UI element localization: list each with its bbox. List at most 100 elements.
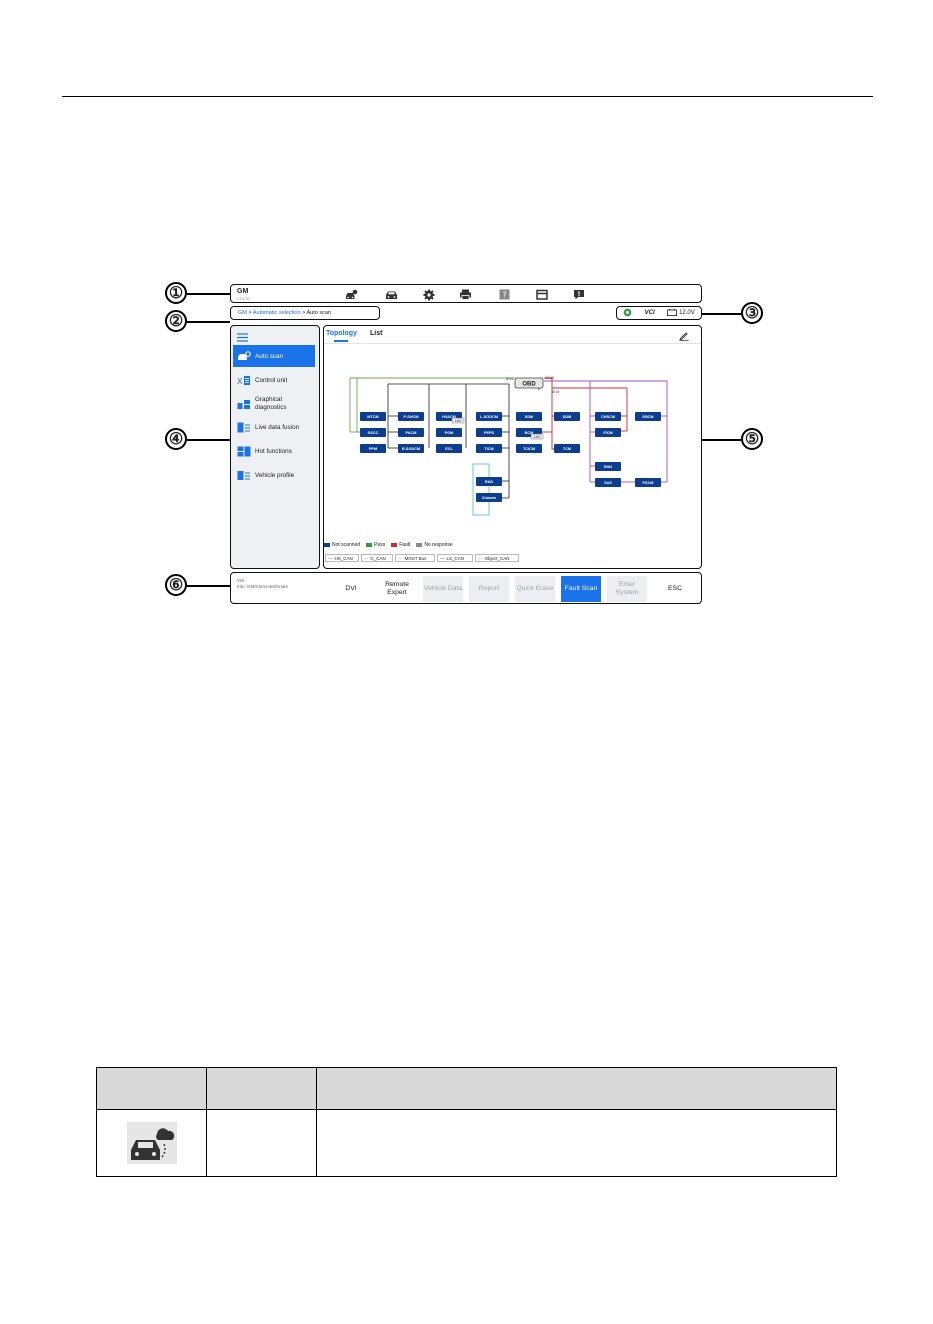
legend-label: Pass xyxy=(374,542,386,548)
vehicle-data-button[interactable]: Vehicle Data xyxy=(423,576,463,602)
sidebar-item-control-unit[interactable]: X Control unit xyxy=(233,369,315,391)
vehicle-info: VIN Info: GM/Chevrolet/Cruze xyxy=(237,578,288,590)
module-rad[interactable]: RAD xyxy=(476,477,502,486)
module-ddm[interactable]: DDM xyxy=(554,412,580,421)
sidebar-item-label: Vehicle profile xyxy=(255,471,295,479)
breadcrumb-root[interactable]: GM xyxy=(238,310,247,316)
sidebar-item-label: Live data fusion xyxy=(255,423,300,431)
bus-legend-label: Object_CAN xyxy=(484,555,510,561)
callout-leader xyxy=(187,293,230,295)
module-l-sodcm[interactable]: L-SODCM xyxy=(476,412,502,421)
module-label: CHSCM xyxy=(601,415,615,419)
tab-list[interactable]: List xyxy=(370,330,383,337)
callout-leader xyxy=(702,313,741,315)
sidebar-item-hot-functions[interactable]: Hot functions xyxy=(233,440,315,462)
bus-legend-chip: —Object_CAN xyxy=(475,554,519,562)
module-sdm[interactable]: SDM xyxy=(516,412,542,421)
module-ebcm[interactable]: EBCM xyxy=(635,412,661,421)
sidebar-item-label: Hot functions xyxy=(255,447,292,455)
edit-icon[interactable] xyxy=(679,328,689,346)
module-label: SDM xyxy=(525,415,533,419)
module-label: PPM xyxy=(369,447,377,451)
menu-toggle-icon[interactable] xyxy=(237,329,248,342)
gear-icon[interactable] xyxy=(422,289,435,300)
breadcrumb-separator: > xyxy=(246,310,253,316)
sidebar-item-graphical-diagnostics[interactable]: Graphical diagnostics xyxy=(233,393,315,415)
remote-expert-button[interactable]: Remote Expert xyxy=(377,576,417,602)
breadcrumb-current: Auto scan xyxy=(306,310,331,316)
sidebar-item-auto-scan[interactable]: Auto scan xyxy=(233,345,315,367)
module-tcicm[interactable]: TCICM xyxy=(516,444,542,453)
module-ticm[interactable]: TICM xyxy=(476,444,502,453)
obd-label: OBD xyxy=(522,382,536,388)
bus-pin-label: 11/10 xyxy=(545,376,554,380)
module-ecl[interactable]: ECL xyxy=(436,444,462,453)
sidebar-item-label: Control unit xyxy=(255,376,288,384)
battery-icon xyxy=(667,308,678,318)
folder-icon[interactable] xyxy=(535,289,548,300)
hot-functions-icon xyxy=(237,445,251,457)
callout-3: ③ xyxy=(741,302,763,324)
report-button[interactable]: Report xyxy=(469,576,509,602)
module-ficm[interactable]: FICM xyxy=(595,428,621,437)
breadcrumb-mid[interactable]: Automatic selection xyxy=(252,310,301,316)
module-p-shcm[interactable]: P-SHCM xyxy=(398,412,424,421)
module-label: EMU xyxy=(604,465,613,469)
tab-divider xyxy=(324,343,701,344)
top-toolbar: GM V15.30 ? xyxy=(230,284,702,303)
status-area: VCI 12.0V xyxy=(616,306,702,320)
auto-scan-icon xyxy=(237,350,251,362)
car-icon[interactable] xyxy=(385,289,398,300)
bottom-toolbar: VIN Info: GM/Chevrolet/Cruze DVI Remote … xyxy=(230,572,702,604)
bus-pin-label: 6/14 xyxy=(552,390,559,394)
sidebar-item-vehicle-profile[interactable]: Vehicle profile xyxy=(233,464,315,486)
module-pscm[interactable]: PSCM xyxy=(635,478,661,487)
module-group: MTCMDSCCPPMP-SHCMPACMR-SODCMHVACMPGMECLL… xyxy=(360,412,661,502)
tab-topology[interactable]: Topology xyxy=(326,330,357,337)
sidebar-item-live-data-fusion[interactable]: Live data fusion xyxy=(233,416,315,438)
module-label: RAD xyxy=(485,480,493,484)
svg-text:?: ? xyxy=(502,291,506,300)
home-car-icon[interactable] xyxy=(345,289,358,300)
bus-legend-label: C_CAN xyxy=(370,555,386,561)
module-label: FICM xyxy=(603,431,612,435)
help-icon[interactable]: ? xyxy=(498,289,511,300)
fault-scan-button[interactable]: Fault Scan xyxy=(561,576,601,602)
esc-button[interactable]: ESC xyxy=(655,576,695,602)
most-bus-loop xyxy=(472,463,490,516)
status-legend: Not scanned Pass Fault No response xyxy=(324,542,453,548)
vehicle-profile-icon xyxy=(237,469,251,481)
bus-legend-label: LS_CAN xyxy=(446,555,465,561)
module-pgm[interactable]: PGM xyxy=(436,428,462,437)
module-peps[interactable]: PEPS xyxy=(476,428,502,437)
dvi-button[interactable]: DVI xyxy=(331,576,371,602)
module-dscc[interactable]: DSCC xyxy=(360,428,386,437)
graphical-diagnostics-icon xyxy=(237,398,251,410)
quick-erase-button[interactable]: Quick Erase xyxy=(515,576,555,602)
module-label: DSCC xyxy=(368,431,379,435)
module-chscm[interactable]: CHSCM xyxy=(595,412,621,421)
alert-icon[interactable] xyxy=(572,289,585,300)
module-mtcm[interactable]: MTCM xyxy=(360,412,386,421)
module-pacm[interactable]: PACM xyxy=(398,428,424,437)
module-chassis[interactable]: Chassis xyxy=(476,493,502,502)
active-tab-indicator xyxy=(334,340,348,342)
module-emu[interactable]: EMU xyxy=(595,462,621,471)
callout-leader xyxy=(187,585,230,587)
table-row xyxy=(96,1109,837,1177)
obd-connector[interactable]: OBD xyxy=(514,377,544,389)
printer-icon[interactable] xyxy=(459,289,472,300)
vci-indicator: VCI xyxy=(644,310,655,316)
c-can-lines xyxy=(544,380,668,483)
module-tcm[interactable]: TCM xyxy=(554,444,580,453)
module-label: EBCM xyxy=(642,415,653,419)
module-r-sodcm[interactable]: R-SODCM xyxy=(398,444,424,453)
legend-swatch xyxy=(324,543,330,547)
module-ppm[interactable]: PPM xyxy=(360,444,386,453)
enter-system-button[interactable]: Enter System xyxy=(607,576,647,602)
battery-voltage: 12.0V xyxy=(679,310,695,316)
module-label: Chassis xyxy=(482,496,497,500)
lin-tag xyxy=(451,417,465,424)
module-sas[interactable]: SAS xyxy=(595,478,621,487)
callout-1: ① xyxy=(165,282,187,304)
